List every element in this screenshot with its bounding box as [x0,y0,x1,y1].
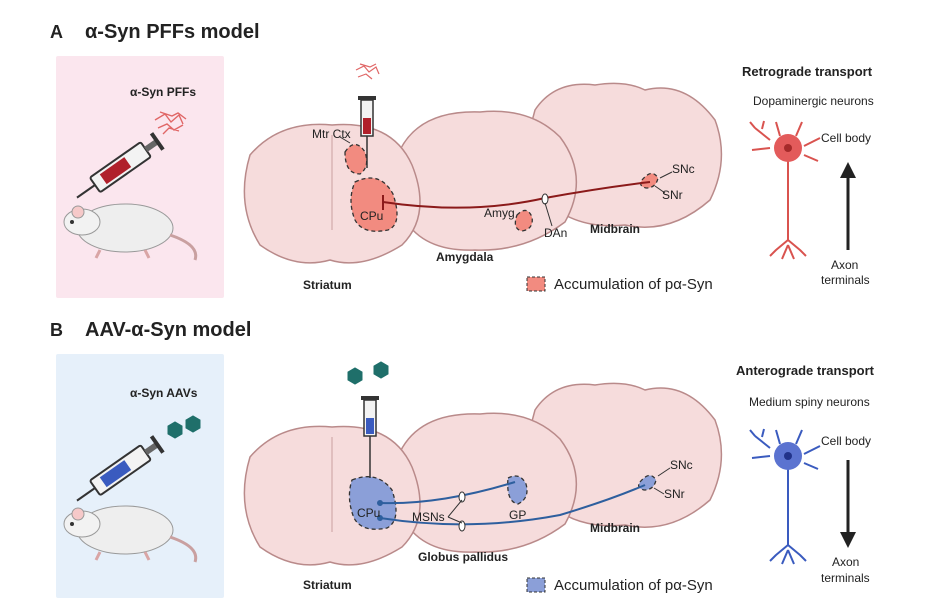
pff-fibril-icon-small [355,63,380,80]
medium-spiny-neuron-icon [749,428,821,565]
arrow-up-icon [840,162,856,250]
striatum-label-b: Striatum [303,578,352,592]
anterograde-projection-line-gp [379,481,516,505]
snr-label-a: SNr [662,188,683,202]
panel-b-title: AAV-α-Syn model [85,319,252,341]
brain-syringe-icon [358,96,376,168]
panel-a-letter: A [50,22,63,42]
snc-label-a: SNc [672,162,695,176]
legend-text-b: Accumulation of pα-Syn [554,577,713,594]
medium-spiny-neurons-label: Medium spiny neurons [749,395,870,409]
cpu-label-a: CPu [360,209,384,223]
amyg-region [514,209,533,232]
globus-pallidus-label: Globus pallidus [418,550,509,564]
cell-body-label-a: Cell body [821,131,872,145]
legend-swatch-b [526,577,546,593]
panel-b-letter: B [50,320,63,340]
globus-pallidus-section [395,412,577,553]
mouse-icon [63,203,198,261]
arrow-down-icon [840,460,856,548]
aav-injection-label: α-Syn AAVs [130,386,198,400]
axon-label-b: Axon [832,555,860,569]
cell-body-label-b: Cell body [821,434,872,448]
pff-fibril-icon [154,111,187,135]
snr-label-b: SNr [664,487,685,501]
midbrain-label-b: Midbrain [590,521,640,535]
amygdala-label: Amygdala [436,250,494,264]
retrograde-transport-title: Retrograde transport [742,64,873,79]
terminals-label-a: terminals [821,273,870,287]
syringe-icon [76,435,165,502]
legend-text-a: Accumulation of pα-Syn [554,276,713,293]
panel-a-title: α-Syn PFFs model [85,21,260,43]
snc-region-a [640,172,659,189]
amyg-label: Amyg [484,206,515,220]
msns-label: MSNs [412,510,445,524]
dan-label: DAn [544,226,568,240]
striatum-label-a: Striatum [303,278,352,292]
syringe-icon [76,132,165,199]
snc-label-b: SNc [670,458,693,472]
terminals-label-b: terminals [821,571,870,585]
axon-label-a: Axon [831,258,859,272]
pff-injection-label: α-Syn PFFs [130,85,197,99]
gp-label: GP [509,508,527,522]
dopaminergic-neuron-icon [749,120,821,260]
brain-syringe-icon [361,396,379,478]
midbrain-label-a: Midbrain [590,222,640,236]
cpu-region-a [350,177,398,232]
legend-swatch-a [526,276,546,292]
anterograde-projection-line-sn [379,484,646,526]
cpu-region-b [348,476,397,530]
dopaminergic-neurons-label: Dopaminergic neurons [753,94,874,108]
striatum-section [243,425,421,566]
cpu-label-b: CPu [357,506,381,520]
anterograde-transport-title: Anterograde transport [736,363,874,378]
mtr-ctx-label: Mtr Ctx [312,127,351,141]
aav-virus-icon [167,361,389,439]
mouse-icon [63,505,198,563]
